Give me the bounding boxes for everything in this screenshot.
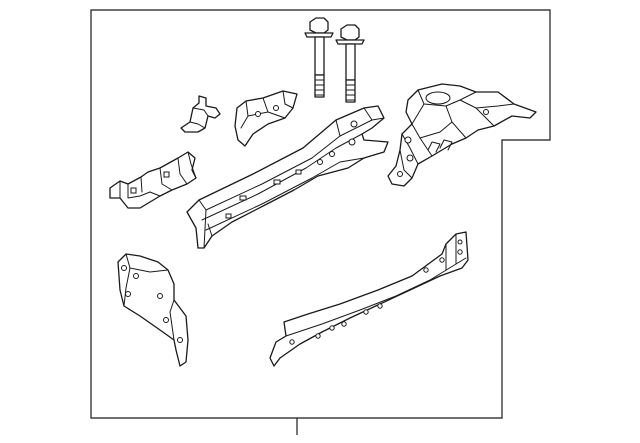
- small-bracket: [180, 95, 221, 133]
- rear-extension: [387, 83, 537, 187]
- upper-bracket: [234, 90, 298, 147]
- reinforcement-strip: [269, 231, 469, 367]
- side-plate: [117, 253, 189, 367]
- frame-rail: [186, 105, 389, 249]
- lower-bracket: [109, 151, 197, 209]
- mounting-bolt-2: [335, 24, 365, 103]
- mounting-bolt-1: [304, 17, 334, 98]
